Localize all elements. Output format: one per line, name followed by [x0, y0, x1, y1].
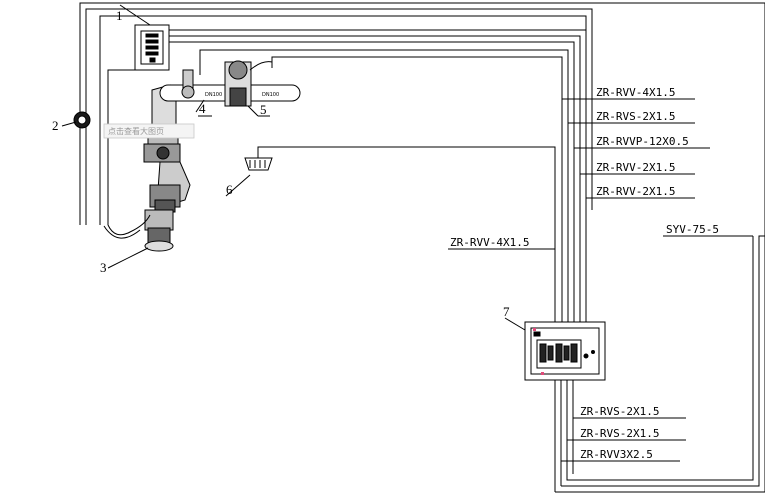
cable-label-upper-1: ZR-RVV-4X1.5 — [596, 86, 675, 99]
pipe-label-1: DN100 — [205, 92, 222, 98]
callout-2: 2 — [52, 118, 59, 133]
control-cabinet — [504, 317, 606, 381]
cabinet-indicator-a — [533, 328, 536, 331]
cabinet-indicator-b — [541, 372, 544, 375]
cable-label-upper-3: ZR-RVVP-12X0.5 — [596, 135, 689, 148]
callout-3: 3 — [100, 260, 107, 275]
callout-4: 4 — [199, 101, 206, 116]
cable-bundle — [149, 29, 587, 325]
watermark-box — [103, 123, 195, 139]
label-leaders — [448, 98, 753, 462]
callout-5: 5 — [260, 102, 267, 117]
pipe-assembly — [159, 60, 301, 117]
cable-label-upper-5: ZR-RVV-2X1.5 — [596, 185, 675, 198]
cable-label-lower-2: ZR-RVS-2X1.5 — [580, 427, 659, 440]
alarm-sounder — [225, 148, 273, 197]
cable-label-upper-4: ZR-RVV-2X1.5 — [596, 161, 675, 174]
lower-cable-run — [554, 236, 754, 492]
cable-label-lower-1: ZR-RVS-2X1.5 — [580, 405, 659, 418]
controller-unit — [107, 4, 170, 225]
cable-label-middle: ZR-RVV-4X1.5 — [450, 236, 529, 249]
watermark-text: 点击查看大图页 — [108, 126, 164, 136]
cable-label-lower-3: ZR-RVV3X2.5 — [580, 448, 653, 461]
cable-label-coax: SYV-75-5 — [666, 223, 719, 236]
callout-6: 6 — [226, 182, 233, 197]
cable-label-upper-2: ZR-RVS-2X1.5 — [596, 110, 675, 123]
pipe-label-2: DN100 — [262, 92, 279, 98]
callout-7: 7 — [503, 304, 510, 319]
fire-monitor — [103, 84, 191, 269]
flame-detector — [61, 111, 91, 129]
callout-1: 1 — [116, 8, 123, 23]
